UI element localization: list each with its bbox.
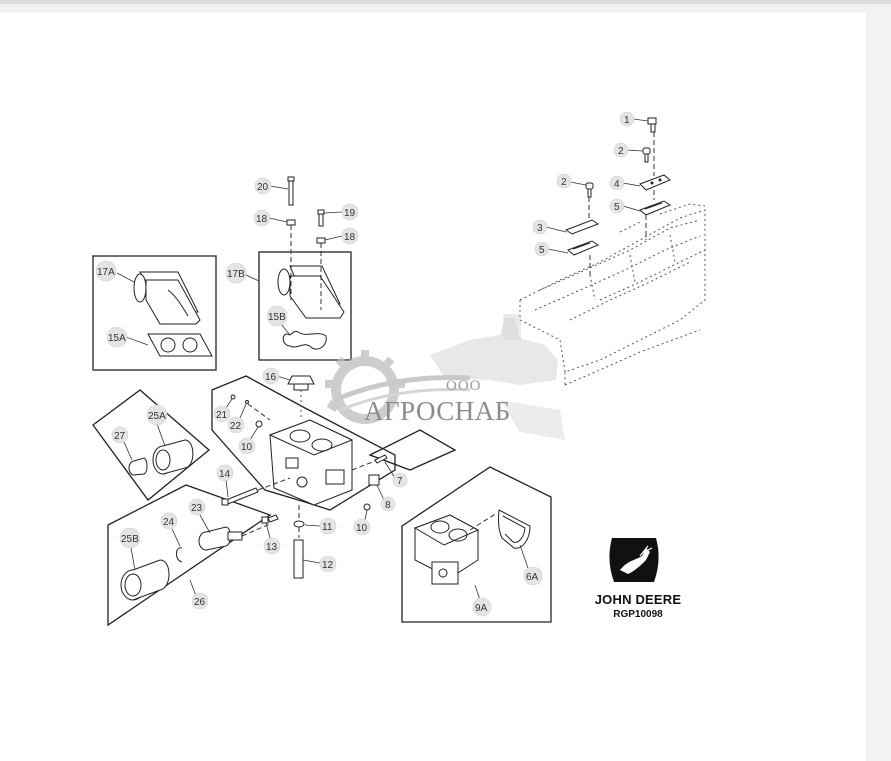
svg-text:7: 7 [397,476,403,487]
parts-upper-right [564,117,672,275]
svg-text:17B: 17B [227,269,245,280]
svg-text:15A: 15A [108,333,126,344]
svg-text:16: 16 [265,372,277,383]
window-top-strip [0,4,891,12]
svg-text:23: 23 [191,503,203,514]
brand-name: JOHN DEERE [594,592,682,607]
figure-code: RGP10098 [613,609,663,620]
svg-text:14: 14 [219,469,231,480]
svg-text:25B: 25B [121,534,139,545]
scrollbar-track[interactable] [866,13,891,761]
watermark-prefix: ООО [446,378,482,394]
svg-text:24: 24 [163,517,175,528]
svg-text:21: 21 [216,410,228,421]
john-deere-logo-icon [609,538,659,582]
image-canvas [0,13,866,761]
svg-text:26: 26 [194,597,206,608]
window-top-border [0,0,891,4]
svg-text:15B: 15B [268,312,286,323]
svg-text:17A: 17A [97,267,115,278]
inset-box-25a [92,389,211,501]
svg-text:25A: 25A [148,411,166,422]
callout-labels: 1 2 2 3 4 5 5 6A 7 8 9A 10 10 [95,111,649,617]
engine-block-outline [519,203,706,386]
watermark-company-name: АГРОСНАБ [364,396,511,426]
watermark-logo [325,314,565,440]
pump-housing-group [211,375,457,579]
svg-text:18: 18 [256,214,268,225]
inset-box-26 [107,484,272,627]
svg-text:10: 10 [241,442,253,453]
svg-text:6A: 6A [526,572,539,583]
svg-text:4: 4 [614,179,620,190]
svg-text:27: 27 [114,431,126,442]
inset-box-9a [401,466,552,623]
inset-box-17b [258,176,352,361]
svg-text:2: 2 [561,177,567,188]
svg-text:20: 20 [257,182,269,193]
svg-text:3: 3 [537,223,543,234]
svg-text:5: 5 [614,202,620,213]
svg-text:18: 18 [344,232,356,243]
svg-text:11: 11 [322,522,333,533]
inset-box-17a [92,255,217,371]
svg-text:2: 2 [618,146,624,157]
svg-text:5: 5 [539,245,545,256]
svg-text:8: 8 [385,500,391,511]
svg-text:10: 10 [356,523,368,534]
svg-text:19: 19 [344,208,356,219]
svg-text:1: 1 [624,115,630,126]
svg-text:22: 22 [230,421,242,432]
svg-text:9A: 9A [475,603,488,614]
svg-text:13: 13 [266,542,278,553]
svg-text:12: 12 [322,560,334,571]
